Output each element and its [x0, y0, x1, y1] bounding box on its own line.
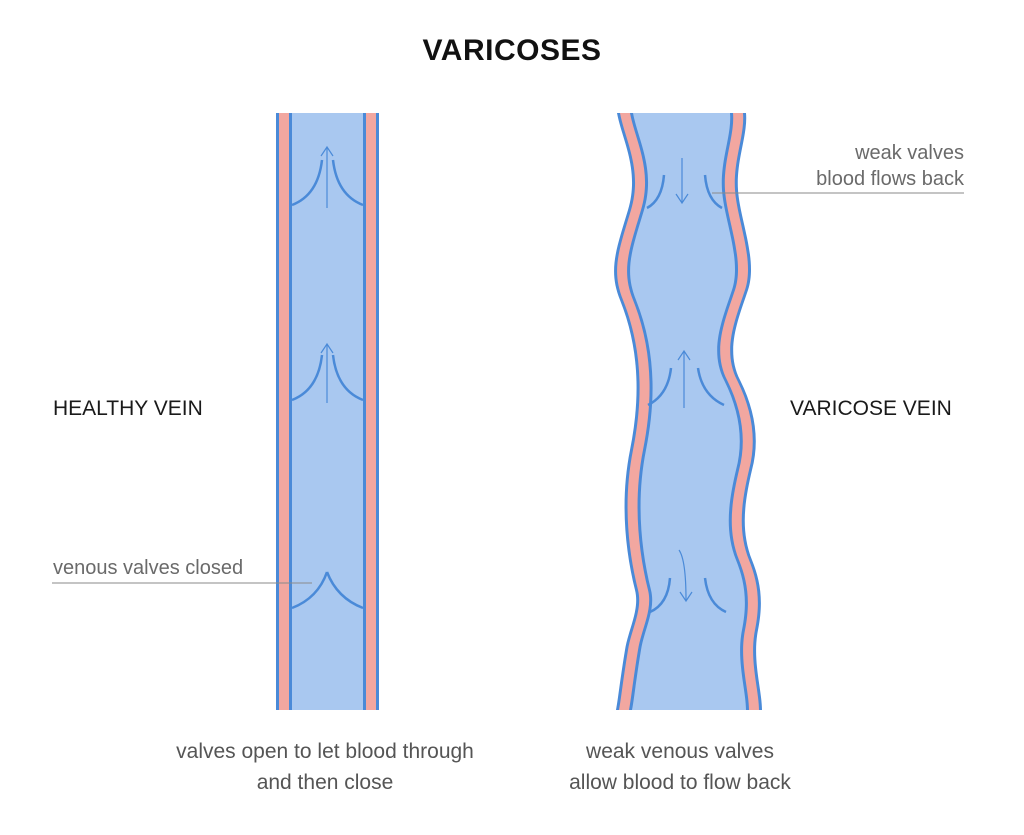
varicose-caption-line2: allow blood to flow back: [569, 771, 791, 794]
healthy-valve-1: [291, 145, 364, 208]
varicose-caption-line1: weak venous valves: [586, 740, 774, 763]
varicose-callout-line2: blood flows back: [816, 168, 964, 190]
varicose-vein: [614, 113, 964, 710]
varicose-caption: weak venous valves allow blood to flow b…: [530, 736, 830, 798]
varicose-valve-1: [646, 158, 723, 210]
varicose-valve-3: [649, 549, 727, 614]
varicose-vein-lumen: [630, 113, 746, 710]
healthy-caption-line2: and then close: [256, 771, 394, 794]
healthy-vein-label: HEALTHY VEIN: [53, 397, 203, 420]
varicose-valve-2: [647, 349, 725, 408]
healthy-caption-line1: valves open to let blood through: [176, 740, 474, 763]
varicose-callout-line1: weak valves: [855, 142, 964, 164]
varicose-vein-label: VARICOSE VEIN: [790, 397, 952, 420]
healthy-vein-lumen: [292, 113, 363, 710]
healthy-callout-text: venous valves closed: [53, 557, 244, 579]
healthy-caption: valves open to let blood through and the…: [140, 736, 510, 798]
varicose-arrow-down-2: [678, 549, 687, 601]
healthy-vein: [52, 113, 379, 710]
diagram-title: VARICOSES: [422, 34, 602, 67]
healthy-valve-3-closed: [291, 571, 364, 610]
healthy-valve-2: [291, 342, 364, 403]
